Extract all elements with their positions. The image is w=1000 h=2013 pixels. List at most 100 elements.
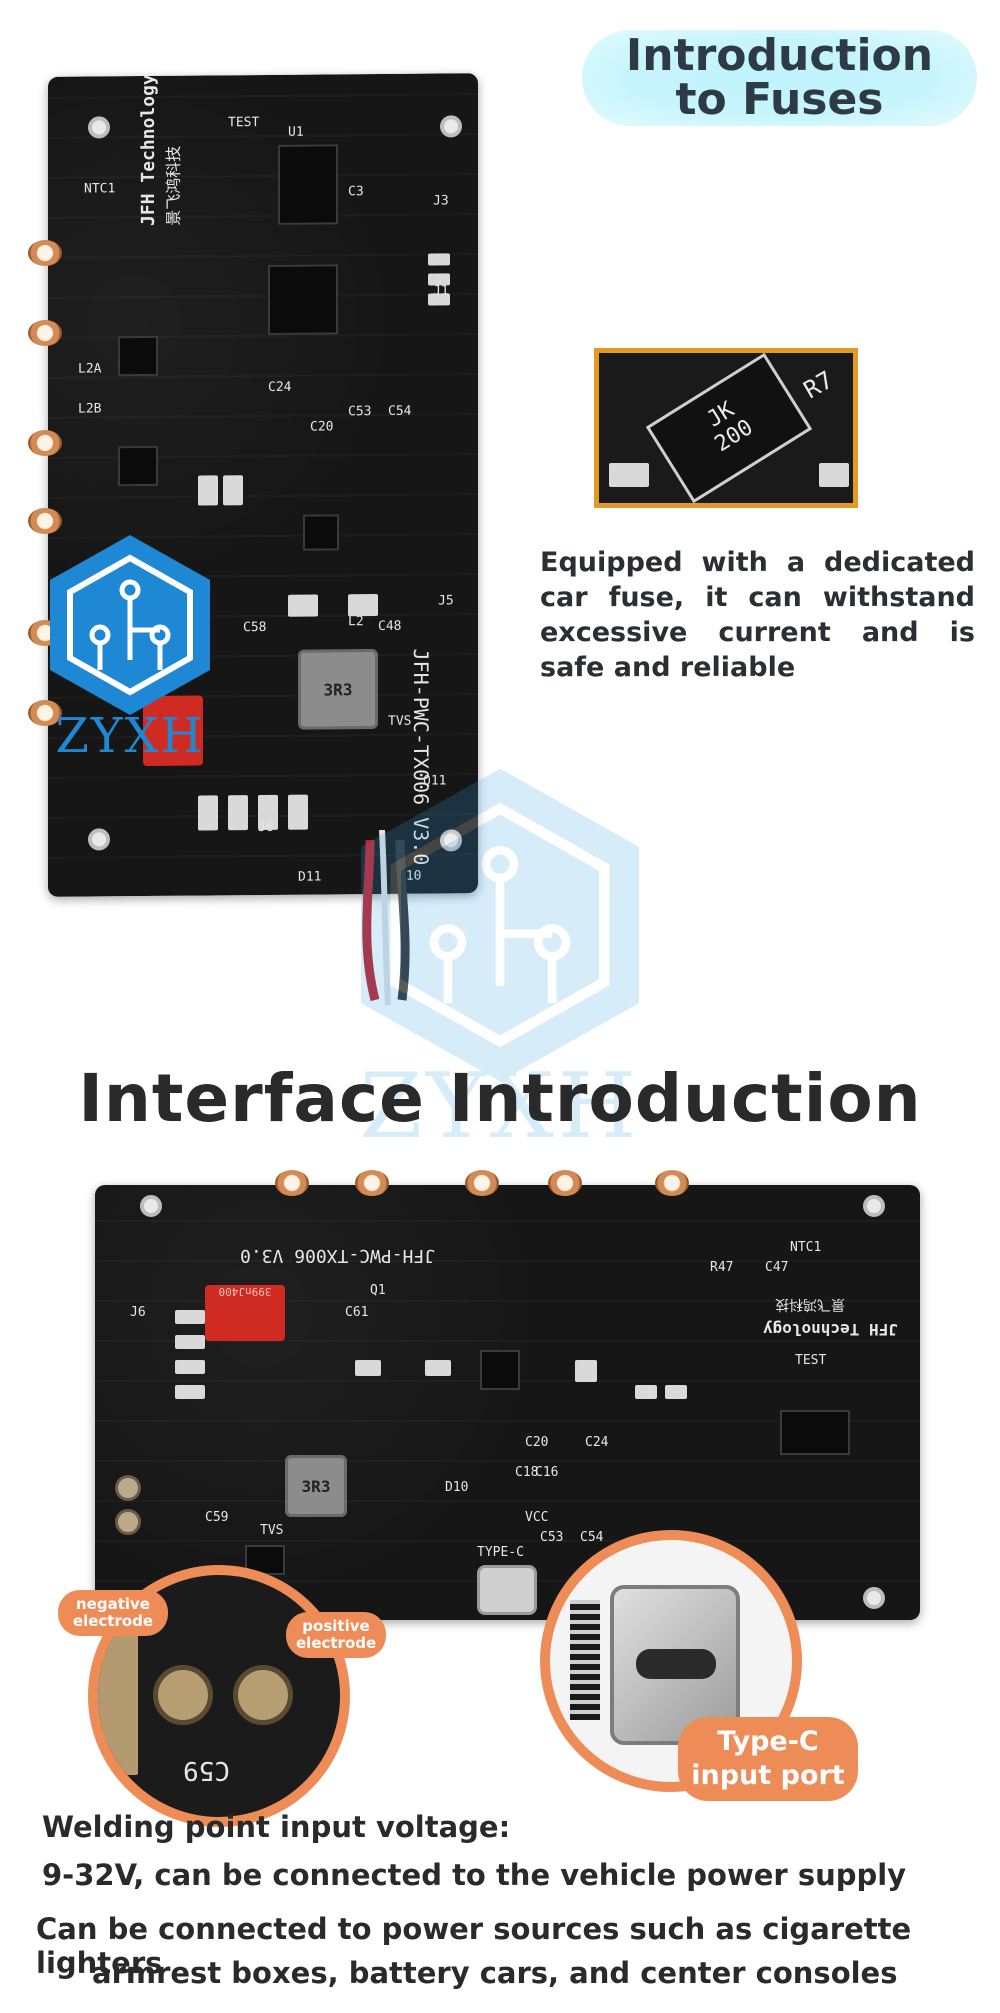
typec-label-line1: Type-C bbox=[717, 1726, 819, 1757]
positive-pad-zoom bbox=[233, 1665, 293, 1725]
wires-illustration bbox=[362, 830, 410, 1006]
silk-label: TYPE-C bbox=[477, 1545, 524, 1560]
ic-chip bbox=[780, 1410, 850, 1455]
footer-line2: 9-32V, can be connected to the vehicle p… bbox=[42, 1858, 907, 1892]
smd-pad bbox=[175, 1335, 205, 1349]
silk-label: C20 bbox=[525, 1435, 549, 1450]
smd-pad bbox=[198, 795, 218, 831]
copper-terminal bbox=[28, 700, 62, 726]
mount-hole bbox=[88, 116, 110, 139]
mount-hole bbox=[863, 1587, 885, 1609]
smd-pad bbox=[98, 1615, 138, 1775]
welding-pad-positive bbox=[115, 1509, 141, 1535]
silk-label: C47 bbox=[765, 1260, 789, 1275]
silk-label: TEST bbox=[795, 1353, 827, 1368]
copper-terminal bbox=[355, 1170, 389, 1196]
typec-connector-zoom bbox=[610, 1585, 740, 1745]
fuse-closeup-image: JK 200 R7 bbox=[594, 348, 858, 508]
silk-label: TVS bbox=[388, 713, 412, 729]
silk-label: L2 bbox=[348, 614, 364, 630]
smd-pad bbox=[348, 593, 378, 617]
silk-label: D11 bbox=[298, 869, 322, 885]
silk-label: J5 bbox=[438, 593, 454, 609]
smd-pad bbox=[288, 794, 308, 830]
typec-label-line2: input port bbox=[691, 1760, 845, 1791]
silk-label: Q1 bbox=[370, 1283, 386, 1298]
typec-opening bbox=[636, 1649, 716, 1679]
silk-label: C54 bbox=[580, 1530, 604, 1545]
smd-pad bbox=[355, 1360, 381, 1376]
silk-label: C3 bbox=[348, 184, 364, 200]
silk-label: C53 bbox=[348, 404, 372, 420]
copper-terminal bbox=[28, 430, 62, 456]
center-watermark-text: ZYXH bbox=[359, 1054, 641, 1159]
inductor-3r3: 3R3 bbox=[285, 1455, 347, 1517]
brand-en-label: JFH Technology bbox=[138, 74, 159, 227]
silk-label: J1 bbox=[433, 283, 449, 299]
footer-line4: armrest boxes, battery cars, and center … bbox=[92, 1956, 898, 1990]
welding-pad-negative bbox=[115, 1475, 141, 1501]
brand-cn-label: 景飞鸿科技 bbox=[775, 1296, 845, 1312]
inductor-3r3: 3R3 bbox=[298, 648, 378, 730]
board-model-label: JFH-PWC-TX006 V3.0 bbox=[240, 1245, 436, 1266]
mount-hole bbox=[863, 1195, 885, 1217]
footer-line3: Can be connected to power sources such a… bbox=[36, 1912, 912, 1980]
footer-line1: Welding point input voltage: bbox=[42, 1810, 511, 1844]
zoom-silk-label: C59 bbox=[183, 1755, 230, 1785]
copper-terminal bbox=[655, 1170, 689, 1196]
copper-terminal bbox=[548, 1170, 582, 1196]
silk-label: D10 bbox=[445, 1480, 469, 1495]
interface-title: Interface Introduction bbox=[78, 1060, 922, 1137]
silk-label: U1 bbox=[288, 124, 304, 140]
silk-label: C48 bbox=[378, 618, 402, 634]
ic-chip bbox=[268, 264, 338, 335]
silk-label: NTC1 bbox=[84, 181, 116, 197]
positive-electrode-label: positive electrode bbox=[286, 1612, 386, 1658]
silk-label: C24 bbox=[585, 1435, 609, 1450]
silk-label: NTC1 bbox=[790, 1240, 822, 1255]
fuse-resistor-marking: R7 bbox=[798, 365, 838, 405]
fuse-title-line1: Introduction bbox=[625, 30, 934, 81]
copper-terminal bbox=[28, 240, 62, 266]
center-watermark: ZYXH bbox=[340, 760, 660, 1159]
negative-pad-zoom bbox=[153, 1665, 213, 1725]
negative-electrode-label: negative electrode bbox=[58, 1590, 168, 1636]
smd-pad bbox=[175, 1310, 205, 1324]
silk-label: C53 bbox=[540, 1530, 564, 1545]
zyxh-logo: ZYXH bbox=[40, 530, 220, 764]
copper-terminal bbox=[465, 1170, 499, 1196]
smd-pad bbox=[288, 594, 318, 617]
silk-label: R47 bbox=[710, 1260, 734, 1275]
zyxh-logo-text: ZYXH bbox=[55, 708, 205, 764]
silk-label: L2A bbox=[78, 361, 102, 377]
silk-label: C24 bbox=[268, 379, 292, 395]
silk-label: C61 bbox=[345, 1305, 369, 1320]
smd-pad bbox=[228, 795, 248, 831]
smd-pad bbox=[428, 253, 450, 266]
ic-chip bbox=[118, 445, 158, 487]
smd-pad bbox=[198, 475, 218, 506]
silk-label: J3 bbox=[433, 193, 449, 209]
silk-label: TEST bbox=[228, 115, 260, 131]
silk-label: C18 bbox=[515, 1465, 539, 1480]
silk-label: C59 bbox=[205, 1510, 229, 1525]
fuse-description: Equipped with a dedicated car fuse, it c… bbox=[540, 547, 975, 683]
copper-terminal bbox=[28, 508, 62, 534]
smd-pad bbox=[175, 1385, 205, 1399]
smd-pad bbox=[665, 1385, 687, 1399]
fuse-body: JK 200 bbox=[645, 353, 813, 503]
usb-typec-port bbox=[477, 1565, 537, 1615]
silk-label: C20 bbox=[310, 419, 334, 435]
smd-pad bbox=[609, 463, 649, 487]
capacitor-marking: 399nJ400 bbox=[218, 1285, 272, 1298]
smd-pad bbox=[175, 1360, 205, 1374]
silk-label: J6 bbox=[130, 1305, 146, 1320]
silk-label: C16 bbox=[535, 1465, 559, 1480]
mount-hole bbox=[440, 115, 462, 138]
fuse-title-badge: Introduction to Fuses bbox=[582, 30, 977, 126]
ic-chip bbox=[303, 514, 339, 551]
smd-pad bbox=[223, 475, 243, 506]
mount-hole bbox=[140, 1195, 162, 1217]
brand-cn-label: 景飞鸿科技 bbox=[164, 145, 183, 226]
ic-chip bbox=[480, 1350, 520, 1390]
